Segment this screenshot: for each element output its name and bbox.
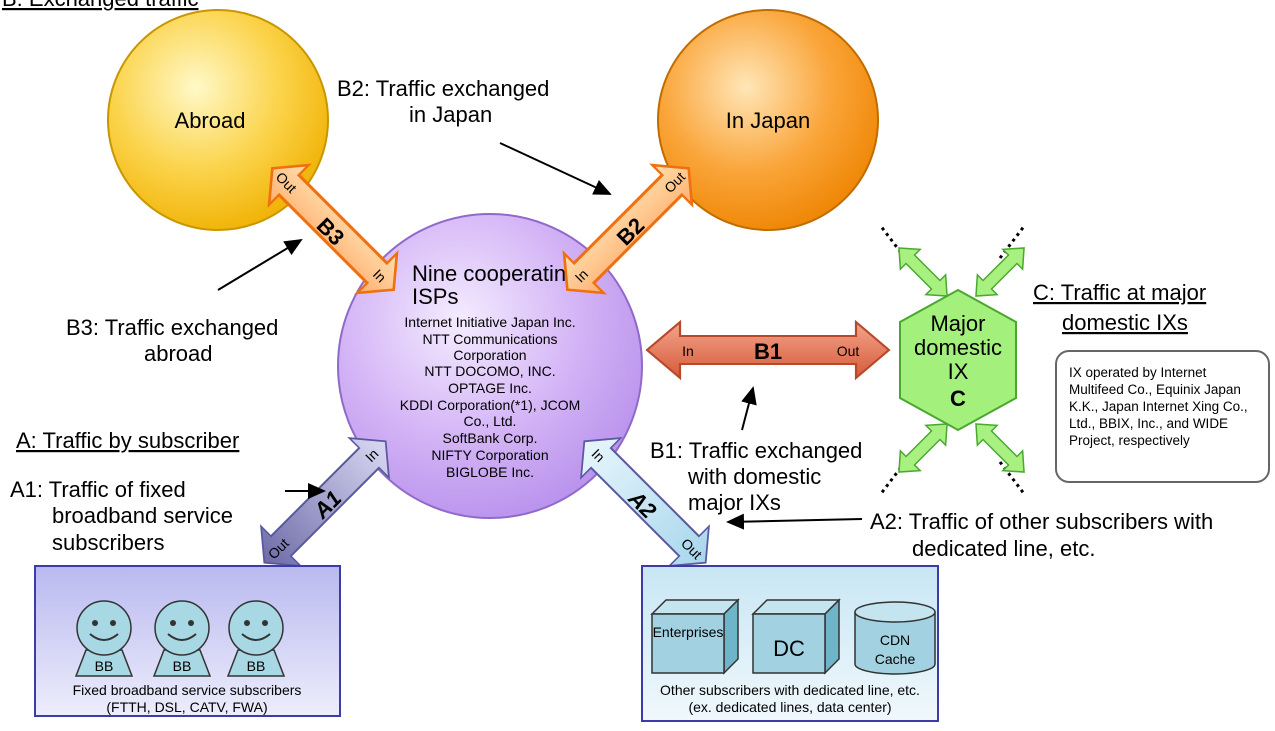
b1-annotation-line2: with domestic [687,464,821,489]
isp-circle [337,213,643,519]
isp-member: Corporation [453,347,526,363]
fixed-box-caption-line2: (FTTH, DSL, CATV, FWA) [106,699,267,715]
heading-b-section: B: Exchanged traffic [2,0,199,11]
other-box-caption-line2: (ex. dedicated lines, data center) [688,699,891,715]
isp-title-line2: ISPs [412,284,458,309]
enterprises-label: Enterprises [653,624,724,640]
cdn-cache-cylinder-icon: CDN Cache [854,601,936,675]
b2-pointer [499,142,612,195]
fixed-box-caption-line1: Fixed broadband service subscribers [73,682,302,698]
b1-annotation-line3: major IXs [688,490,781,515]
a2-annotation-line1: A2: Traffic of other subscribers with [870,509,1213,534]
in-japan-circle [657,9,879,231]
ix-letter: C [950,386,966,411]
b3-annotation-line1: B3: Traffic exchanged [66,315,278,340]
ix-line2: domestic [914,335,1002,360]
isp-member: Co., Ltd. [464,413,517,429]
b1-pointer [741,386,757,431]
other-box-caption-line1: Other subscribers with dedicated line, e… [660,682,920,698]
cdn-label-line1: CDN [880,632,910,648]
b2-annotation-line1: B2: Traffic exchanged [337,76,549,101]
bb-badge: BB [247,658,266,674]
enterprises-cube-icon: Enterprises [650,598,740,675]
cdn-label-line2: Cache [875,651,916,667]
bb-badge: BB [95,658,114,674]
abroad-label: Abroad [175,108,246,133]
major-ix-node: Major domestic IX C [878,224,1035,496]
b3-pointer [217,238,303,291]
isp-member: NIFTY Corporation [431,447,548,463]
ix-operators-note: IX operated by Internet Multifeed Co., E… [1055,350,1270,483]
isp-member: NTT Communications [422,331,557,347]
b1-annotation-line1: B1: Traffic exchanged [650,438,862,463]
a2-annotation-line2: dedicated line, etc. [912,536,1095,561]
isp-title-line1: Nine cooperating [412,261,578,286]
isp-member: Internet Initiative Japan Inc. [404,314,575,330]
heading-c-line1: C: Traffic at major [1033,280,1206,305]
subscriber-person-icon: BB [74,600,134,677]
b1-arrow: B1 In Out [645,320,891,380]
heading-c-line2: domestic IXs [1062,310,1188,335]
subscriber-person-icon: BB [226,600,286,677]
dc-cube-icon: DC [751,598,841,675]
isp-member: NTT DOCOMO, INC. [424,363,555,379]
b3-annotation-line2: abroad [144,341,213,366]
a1-annotation-line1: A1: Traffic of fixed [10,477,186,502]
isp-member: OPTAGE Inc. [448,380,532,396]
a1-annotation-line2: broadband service [52,503,233,528]
isp-member: KDDI Corporation(*1), JCOM [400,397,581,413]
b2-annotation-line2: in Japan [409,102,492,127]
b1-in-label: In [682,343,694,359]
a2-pointer [726,513,863,530]
a1-annotation-line3: subscribers [52,530,164,555]
fixed-broadband-box: BB BB BB Fixed broadband service subscri… [34,565,341,717]
isp-member: SoftBank Corp. [443,430,538,446]
subscriber-person-icon: BB [152,600,212,677]
ix-line1: Major [930,311,985,336]
dc-label: DC [773,636,805,661]
ix-line3: IX [948,359,969,384]
isp-member-list: Internet Initiative Japan Inc. NTT Commu… [400,314,581,480]
other-subscribers-box: Enterprises DC CDN Cache Other subscribe… [641,565,939,722]
bb-badge: BB [173,658,192,674]
b1-out-label: Out [837,343,860,359]
in-japan-label: In Japan [726,108,810,133]
isp-member: BIGLOBE Inc. [446,464,534,480]
b1-tag: B1 [754,339,782,364]
heading-a-section: A: Traffic by subscriber [16,428,239,453]
